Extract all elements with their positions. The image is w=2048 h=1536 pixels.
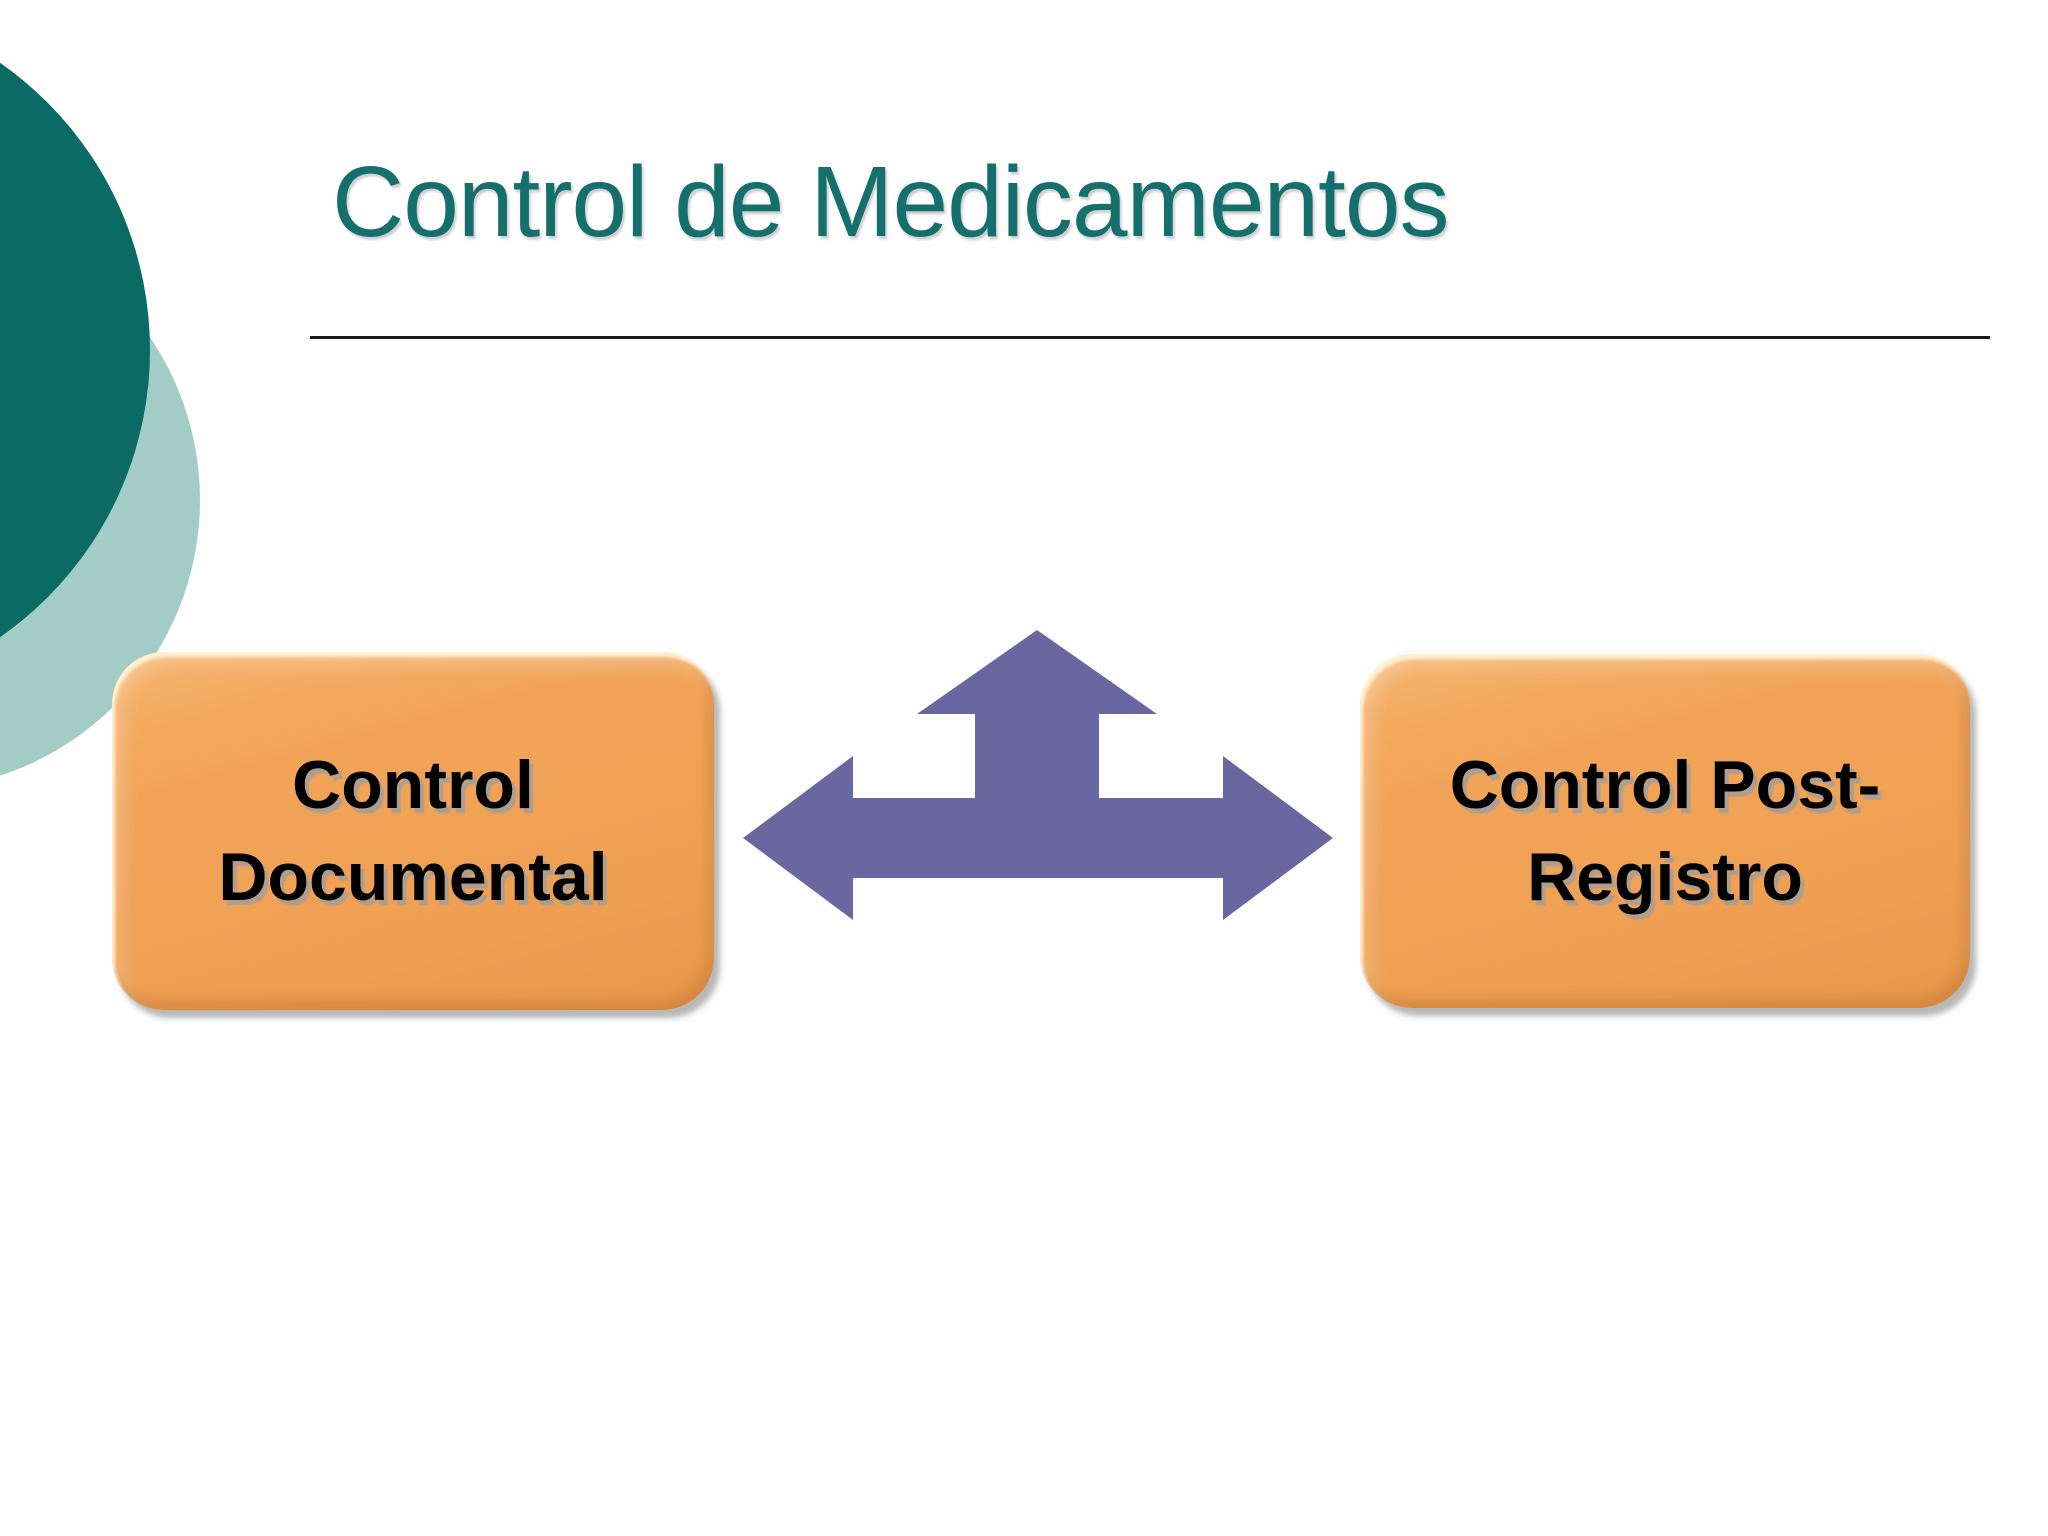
title-underline <box>310 336 1990 339</box>
box-control-documental: Control Documental <box>112 652 714 1010</box>
box-right-label-line1: Control Post- <box>1449 747 1881 823</box>
three-way-arrow-icon <box>743 630 1333 920</box>
slide-title: Control de Medicamentos <box>332 146 1449 258</box>
three-way-arrow-shape <box>743 630 1333 920</box>
box-right-label-line2: Registro <box>1527 839 1803 915</box>
box-left-label-line1: Control <box>292 747 534 823</box>
box-control-post-registro: Control Post- Registro <box>1360 654 1970 1008</box>
box-left-label-line2: Documental <box>218 839 608 915</box>
